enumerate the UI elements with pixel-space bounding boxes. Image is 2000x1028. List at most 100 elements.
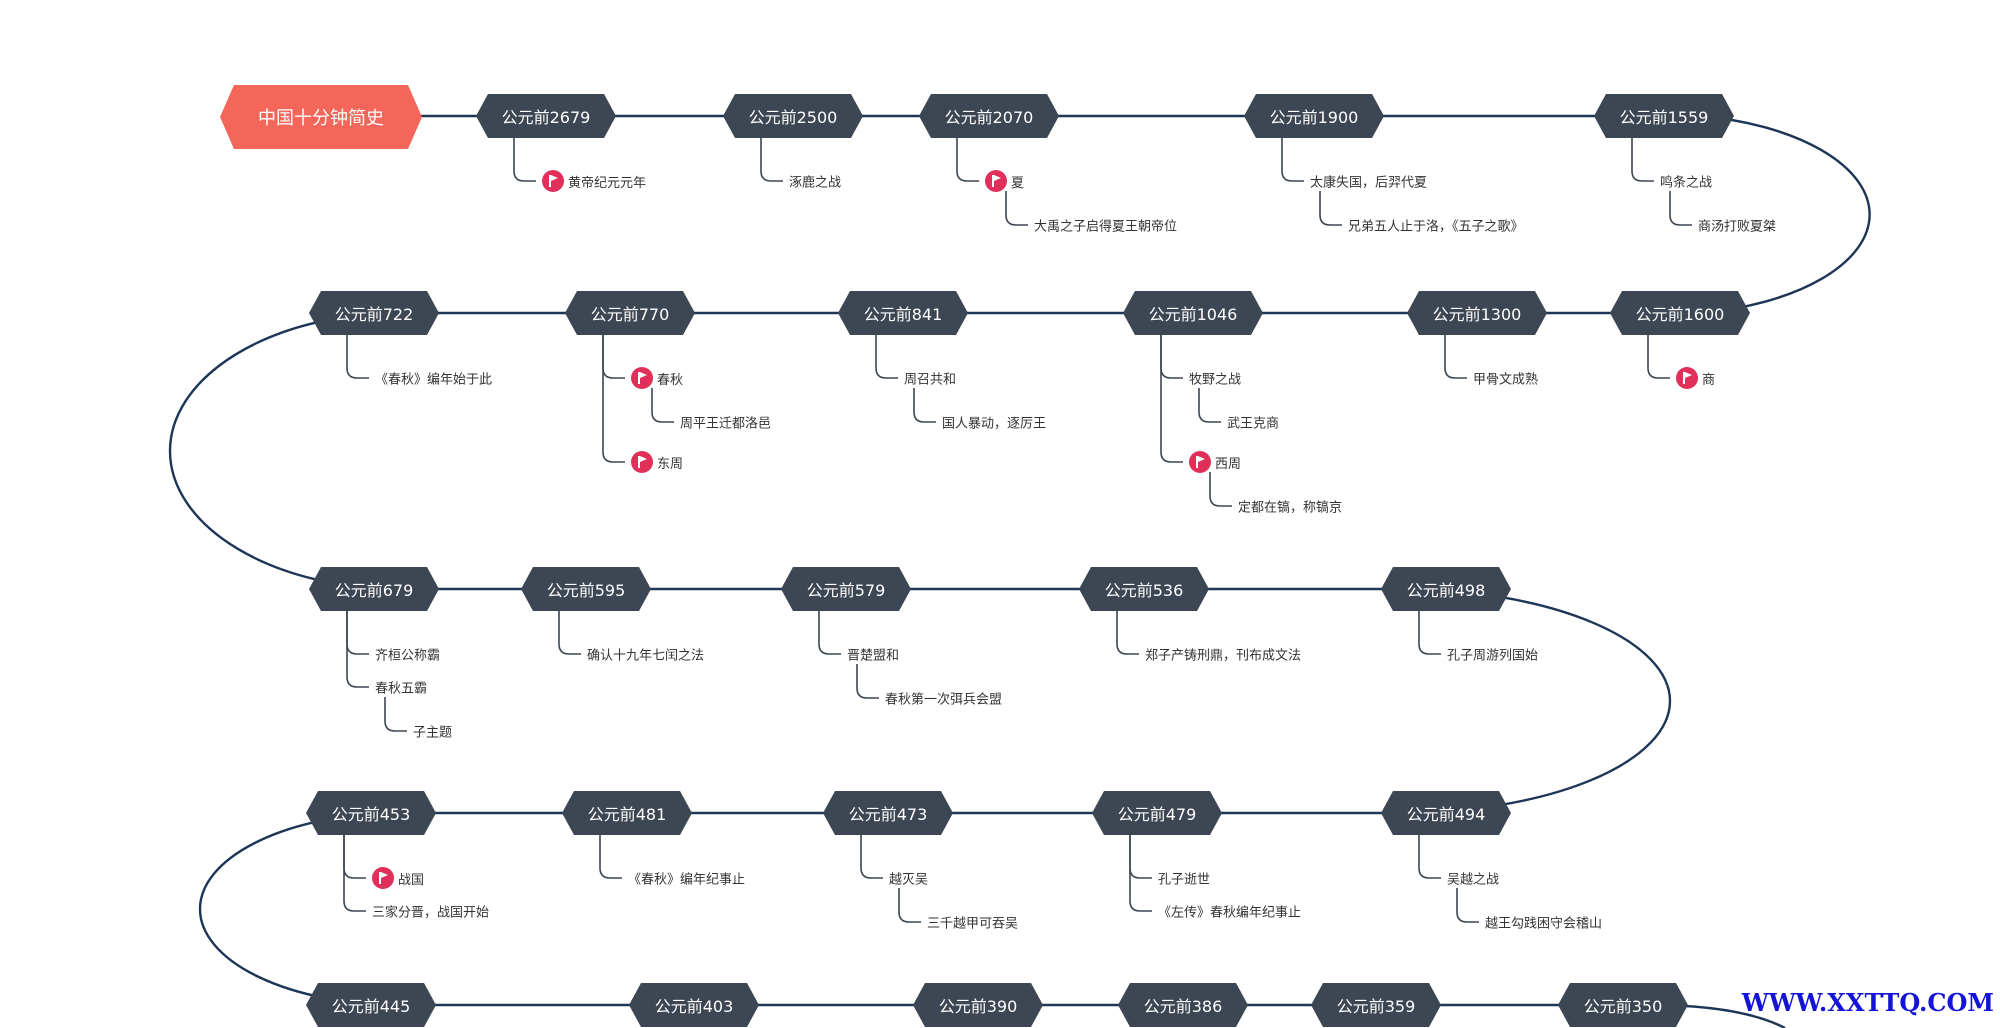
connector-line [651,388,674,423]
subtopic[interactable]: 《春秋》编年始于此 [375,369,492,388]
topic-label: 涿鹿之战 [789,175,842,191]
connector-line [513,138,536,182]
connector-line [1647,335,1670,379]
subtopic[interactable]: 确认十九年七闰之法 [587,645,704,664]
year-node[interactable]: 公元前350 [1558,983,1688,1027]
year-node[interactable]: 公元前2679 [476,94,616,138]
subtopic[interactable]: 太康失国，后羿代夏 [1310,172,1427,191]
subtopic[interactable]: 越王勾践困守会稽山 [1485,913,1602,932]
flag-icon [1676,367,1698,389]
subtopic[interactable]: 周平王迁都洛邑 [680,413,771,432]
subtopic[interactable]: 《春秋》编年纪事止 [628,869,745,888]
year-node[interactable]: 公元前1559 [1594,94,1734,138]
topic-label: 甲骨文成熟 [1473,372,1539,388]
subtopic[interactable]: 郑子产铸刑鼎，刊布成文法 [1145,645,1301,664]
subtopic[interactable]: 孔子逝世 [1158,869,1210,888]
subtopic[interactable]: 春秋第一次弭兵会盟 [885,689,1002,708]
subtopic[interactable]: 越灭吴 [889,869,928,888]
connector-line [856,664,879,699]
year-node[interactable]: 公元前403 [629,983,759,1027]
subtopic[interactable]: 武王克商 [1227,413,1279,432]
year-node[interactable]: 公元前386 [1118,983,1248,1027]
root-topic[interactable]: 中国十分钟简史 [220,85,422,149]
topic-label: 太康失国，后羿代夏 [1310,175,1428,191]
topic-label: 西周 [1215,456,1242,472]
flag-icon [542,170,564,192]
year-label: 公元前722 [334,305,414,324]
milestone-topic[interactable]: 黄帝纪元元年 [542,170,646,192]
year-node[interactable]: 公元前770 [565,291,695,335]
topic-label: 兄弟五人止于洛，《五子之歌》 [1348,219,1524,235]
year-node[interactable]: 公元前1046 [1123,291,1263,335]
connector-line [1129,835,1152,912]
watermark-logo: WWW.XXTTQ.COM [1741,988,1994,1017]
year-node[interactable]: 公元前445 [306,983,436,1027]
milestone-topic[interactable]: 商 [1676,367,1715,389]
milestone-topic[interactable]: 西周 [1189,451,1241,473]
year-label: 公元前445 [331,997,411,1016]
subtopic[interactable]: 三千越甲可吞吴 [927,913,1018,932]
year-node[interactable]: 公元前1300 [1407,291,1547,335]
subtopic[interactable]: 甲骨文成熟 [1473,369,1538,388]
subtopic[interactable]: 兄弟五人止于洛，《五子之歌》 [1348,216,1524,235]
connector-line [346,611,369,688]
connector-line [1198,388,1221,423]
year-node[interactable]: 公元前1600 [1610,291,1750,335]
root-title: 中国十分钟简史 [258,108,384,129]
year-node[interactable]: 公元前359 [1311,983,1441,1027]
year-node[interactable]: 公元前595 [521,567,651,611]
subtopic[interactable]: 牧野之战 [1189,369,1241,388]
year-node[interactable]: 公元前579 [781,567,911,611]
topic-label: 齐桓公称霸 [375,648,441,664]
year-node[interactable]: 公元前481 [562,791,692,835]
year-node[interactable]: 公元前679 [309,567,439,611]
subtopic[interactable]: 《左传》春秋编年纪事止 [1158,902,1301,921]
year-node[interactable]: 公元前1900 [1244,94,1384,138]
subtopic[interactable]: 大禹之子启得夏王朝帝位 [1034,216,1177,235]
milestone-topic[interactable]: 夏 [985,170,1024,192]
connector-line [599,835,622,879]
subtopic[interactable]: 三家分晋，战国开始 [372,902,489,921]
topic-label: 黄帝纪元元年 [568,175,647,191]
topic-label: 春秋五霸 [375,681,428,697]
topic-label: 鸣条之战 [1660,175,1713,191]
subtopic[interactable]: 涿鹿之战 [789,172,841,191]
year-node[interactable]: 公元前473 [823,791,953,835]
year-node[interactable]: 公元前479 [1092,791,1222,835]
subtopic[interactable]: 商汤打败夏桀 [1698,216,1776,235]
topic-label: 《春秋》编年始于此 [375,372,493,388]
year-node[interactable]: 公元前2070 [919,94,1059,138]
subtopic[interactable]: 周召共和 [904,369,956,388]
subtopic[interactable]: 春秋五霸 [375,678,427,697]
topic-label: 牧野之战 [1189,372,1242,388]
topic-label: 《左传》春秋编年纪事止 [1158,905,1302,921]
connector-line [1418,611,1441,655]
connector-line [898,888,921,923]
year-node[interactable]: 公元前722 [309,291,439,335]
year-label: 公元前1600 [1635,305,1725,324]
subtopic[interactable]: 孔子周游列国始 [1447,645,1538,664]
year-node[interactable]: 公元前390 [913,983,1043,1027]
subtopic[interactable]: 子主题 [413,722,452,741]
connector-line [1281,138,1304,182]
milestone-topic[interactable]: 春秋 [631,367,683,389]
year-node[interactable]: 公元前536 [1079,567,1209,611]
subtopic[interactable]: 晋楚盟和 [847,645,899,664]
year-node[interactable]: 公元前494 [1381,791,1511,835]
subtopic[interactable]: 齐桓公称霸 [375,645,440,664]
subtopic[interactable]: 鸣条之战 [1660,172,1712,191]
year-node[interactable]: 公元前841 [838,291,968,335]
subtopic[interactable]: 国人暴动，逐厉王 [942,413,1046,432]
year-node[interactable]: 公元前2500 [723,94,863,138]
milestone-topic[interactable]: 战国 [372,867,424,889]
milestone-topic[interactable]: 东周 [631,451,683,473]
year-node[interactable]: 公元前453 [306,791,436,835]
year-label: 公元前453 [331,805,411,824]
subtopic[interactable]: 吴越之战 [1447,869,1499,888]
year-label: 公元前770 [590,305,670,324]
year-node[interactable]: 公元前498 [1381,567,1511,611]
connector-line [1116,611,1139,655]
subtopic[interactable]: 定都在镐，称镐京 [1238,497,1342,516]
timeline-path [168,114,1871,1028]
